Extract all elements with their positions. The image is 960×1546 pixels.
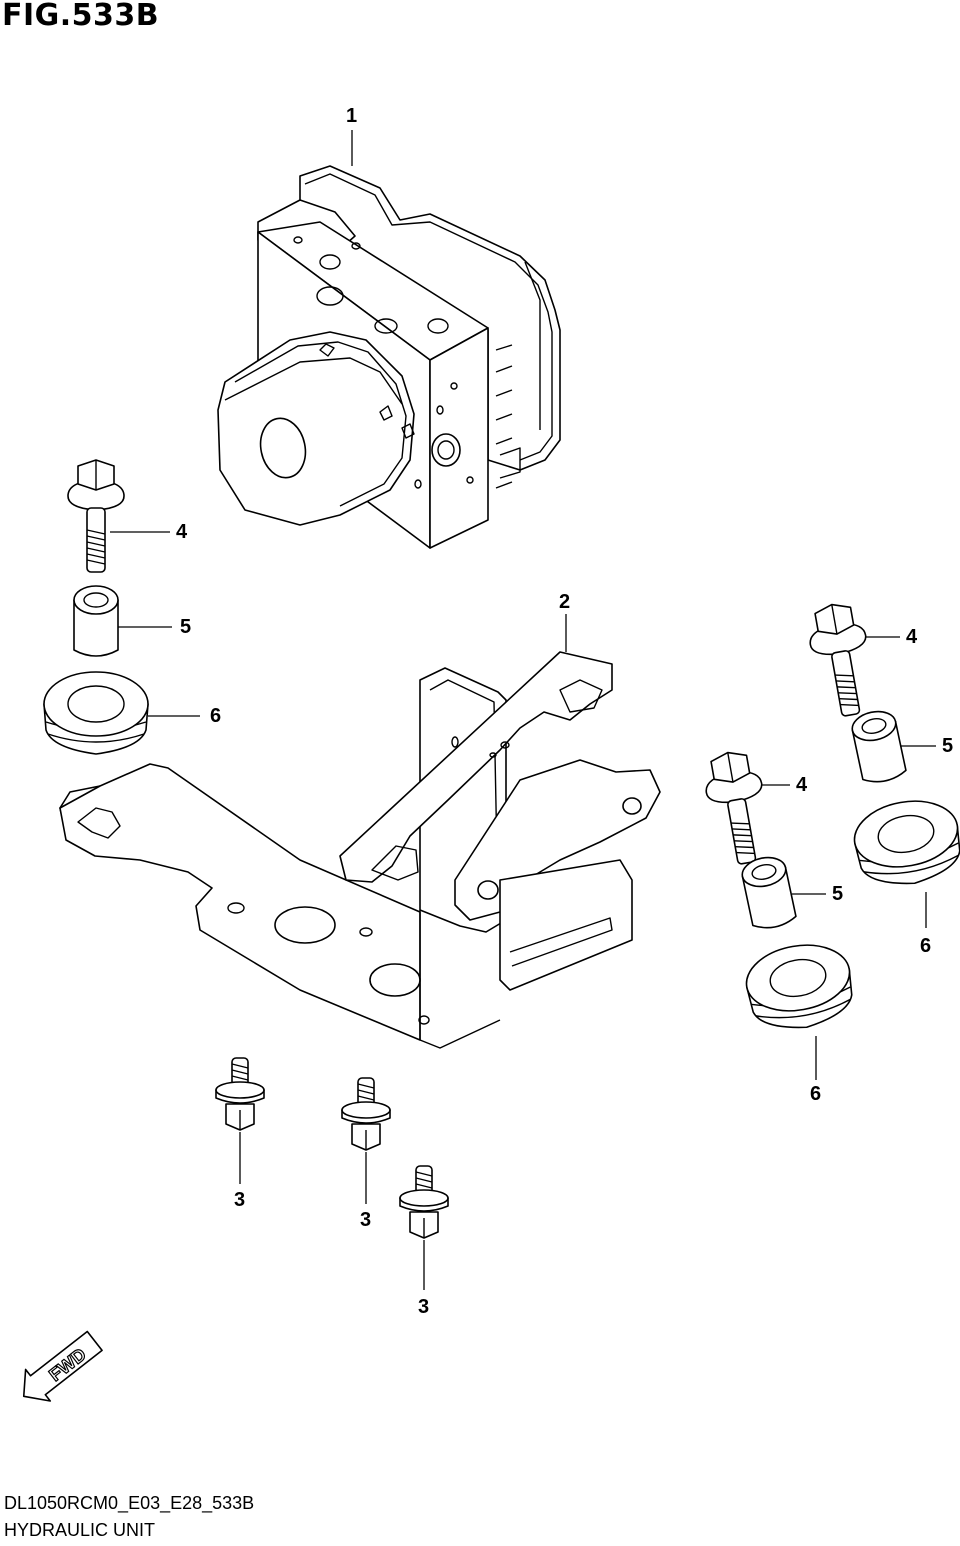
grommet-part-6-b[interactable] <box>848 792 960 894</box>
bracket-part-2[interactable] <box>60 652 660 1048</box>
callout-part-5-c: 5 <box>832 883 844 905</box>
grommet-part-6-a[interactable] <box>43 671 149 755</box>
bolt-part-3-b[interactable] <box>341 1077 391 1151</box>
bolt-part-4-c[interactable] <box>699 746 776 869</box>
fwd-direction-arrow: FWD <box>11 1325 107 1412</box>
bolt-part-3-c[interactable] <box>399 1165 449 1239</box>
callout-part-4-b: 4 <box>906 626 918 648</box>
callout-part-2: 2 <box>559 591 571 613</box>
figure-title: FIG.533B <box>2 0 160 33</box>
hydraulic-unit-part-1[interactable] <box>218 166 560 548</box>
callout-part-3-a: 3 <box>234 1189 246 1211</box>
callout-part-5-a: 5 <box>180 616 192 638</box>
callout-part-4-a: 4 <box>176 521 188 543</box>
callout-part-3-b: 3 <box>360 1209 372 1231</box>
bolt-part-4-b[interactable] <box>803 598 880 721</box>
callout-part-6-b: 6 <box>920 935 932 957</box>
callout-part-4-c: 4 <box>796 774 808 796</box>
grommet-part-6-c[interactable] <box>740 936 859 1038</box>
callout-part-3-c: 3 <box>418 1296 430 1318</box>
callout-part-1: 1 <box>346 105 358 127</box>
callout-part-6-c: 6 <box>810 1083 822 1105</box>
bolt-part-4-a[interactable] <box>67 459 125 573</box>
collar-part-5-b[interactable] <box>848 706 908 787</box>
collar-part-5-a[interactable] <box>73 585 119 657</box>
drawing-code: DL1050RCM0_E03_E28_533B <box>4 1493 255 1513</box>
callout-part-6-a: 6 <box>210 705 222 727</box>
collar-part-5-c[interactable] <box>738 852 798 933</box>
bolt-part-3-a[interactable] <box>215 1057 265 1131</box>
figure-name: HYDRAULIC UNIT <box>4 1520 156 1540</box>
callout-part-5-b: 5 <box>942 735 954 757</box>
